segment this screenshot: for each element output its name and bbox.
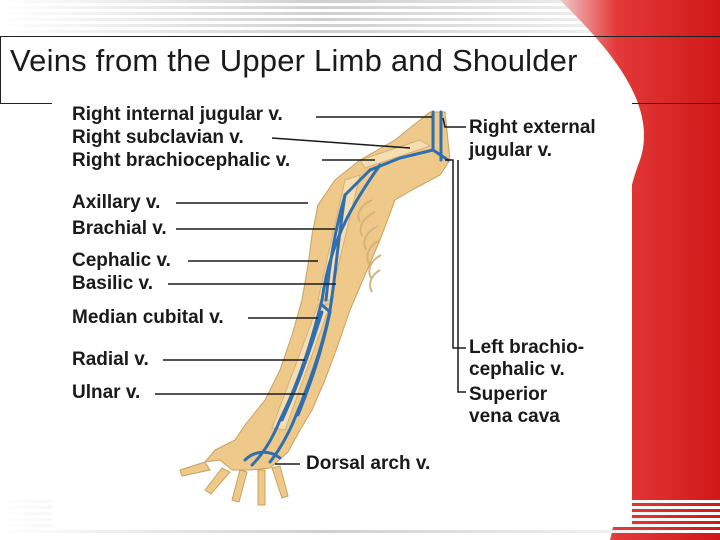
label-ulnar: Ulnar v. — [72, 382, 141, 403]
radial-vein — [280, 310, 324, 422]
label-left-brachiocephalic-line1: Left brachio- — [469, 337, 585, 358]
label-right-external-jugular-line2: jugular v. — [469, 140, 553, 161]
brachial-vein — [324, 193, 347, 302]
top-stripes — [0, 0, 720, 33]
label-right-subclavian: Right subclavian v. — [72, 127, 244, 148]
label-left-brachiocephalic-line2: cephalic v. — [469, 359, 565, 380]
dorsal-arch-vein — [243, 450, 282, 462]
brachiocephalic-vein — [431, 148, 450, 162]
label-cephalic: Cephalic v. — [72, 250, 171, 271]
hand-fingers — [179, 461, 289, 506]
label-right-internal-jugular: Right internal jugular v. — [72, 104, 283, 125]
label-superior-vena-cava-line2: vena cava — [469, 406, 560, 427]
axillary-vein — [343, 168, 372, 197]
label-median-cubital: Median cubital v. — [72, 307, 224, 328]
label-axillary: Axillary v. — [72, 192, 161, 213]
ulnar-vein — [296, 310, 332, 417]
rib-cage — [357, 199, 382, 293]
label-superior-vena-cava-line1: Superior — [469, 384, 548, 405]
slide-title: Veins from the Upper Limb and Shoulder — [10, 43, 578, 78]
label-dorsal-arch: Dorsal arch v. — [306, 453, 431, 474]
median-cubital-vein — [320, 303, 332, 314]
vein-network — [243, 110, 450, 467]
label-radial: Radial v. — [72, 349, 149, 370]
leader-lines — [155, 116, 466, 465]
label-right-external-jugular-line1: Right external — [469, 117, 596, 138]
label-brachial: Brachial v. — [72, 218, 167, 239]
red-swoosh — [560, 0, 720, 540]
label-right-brachiocephalic: Right brachiocephalic v. — [72, 150, 291, 171]
cephalic-vein — [250, 163, 382, 467]
label-basilic: Basilic v. — [72, 273, 153, 294]
